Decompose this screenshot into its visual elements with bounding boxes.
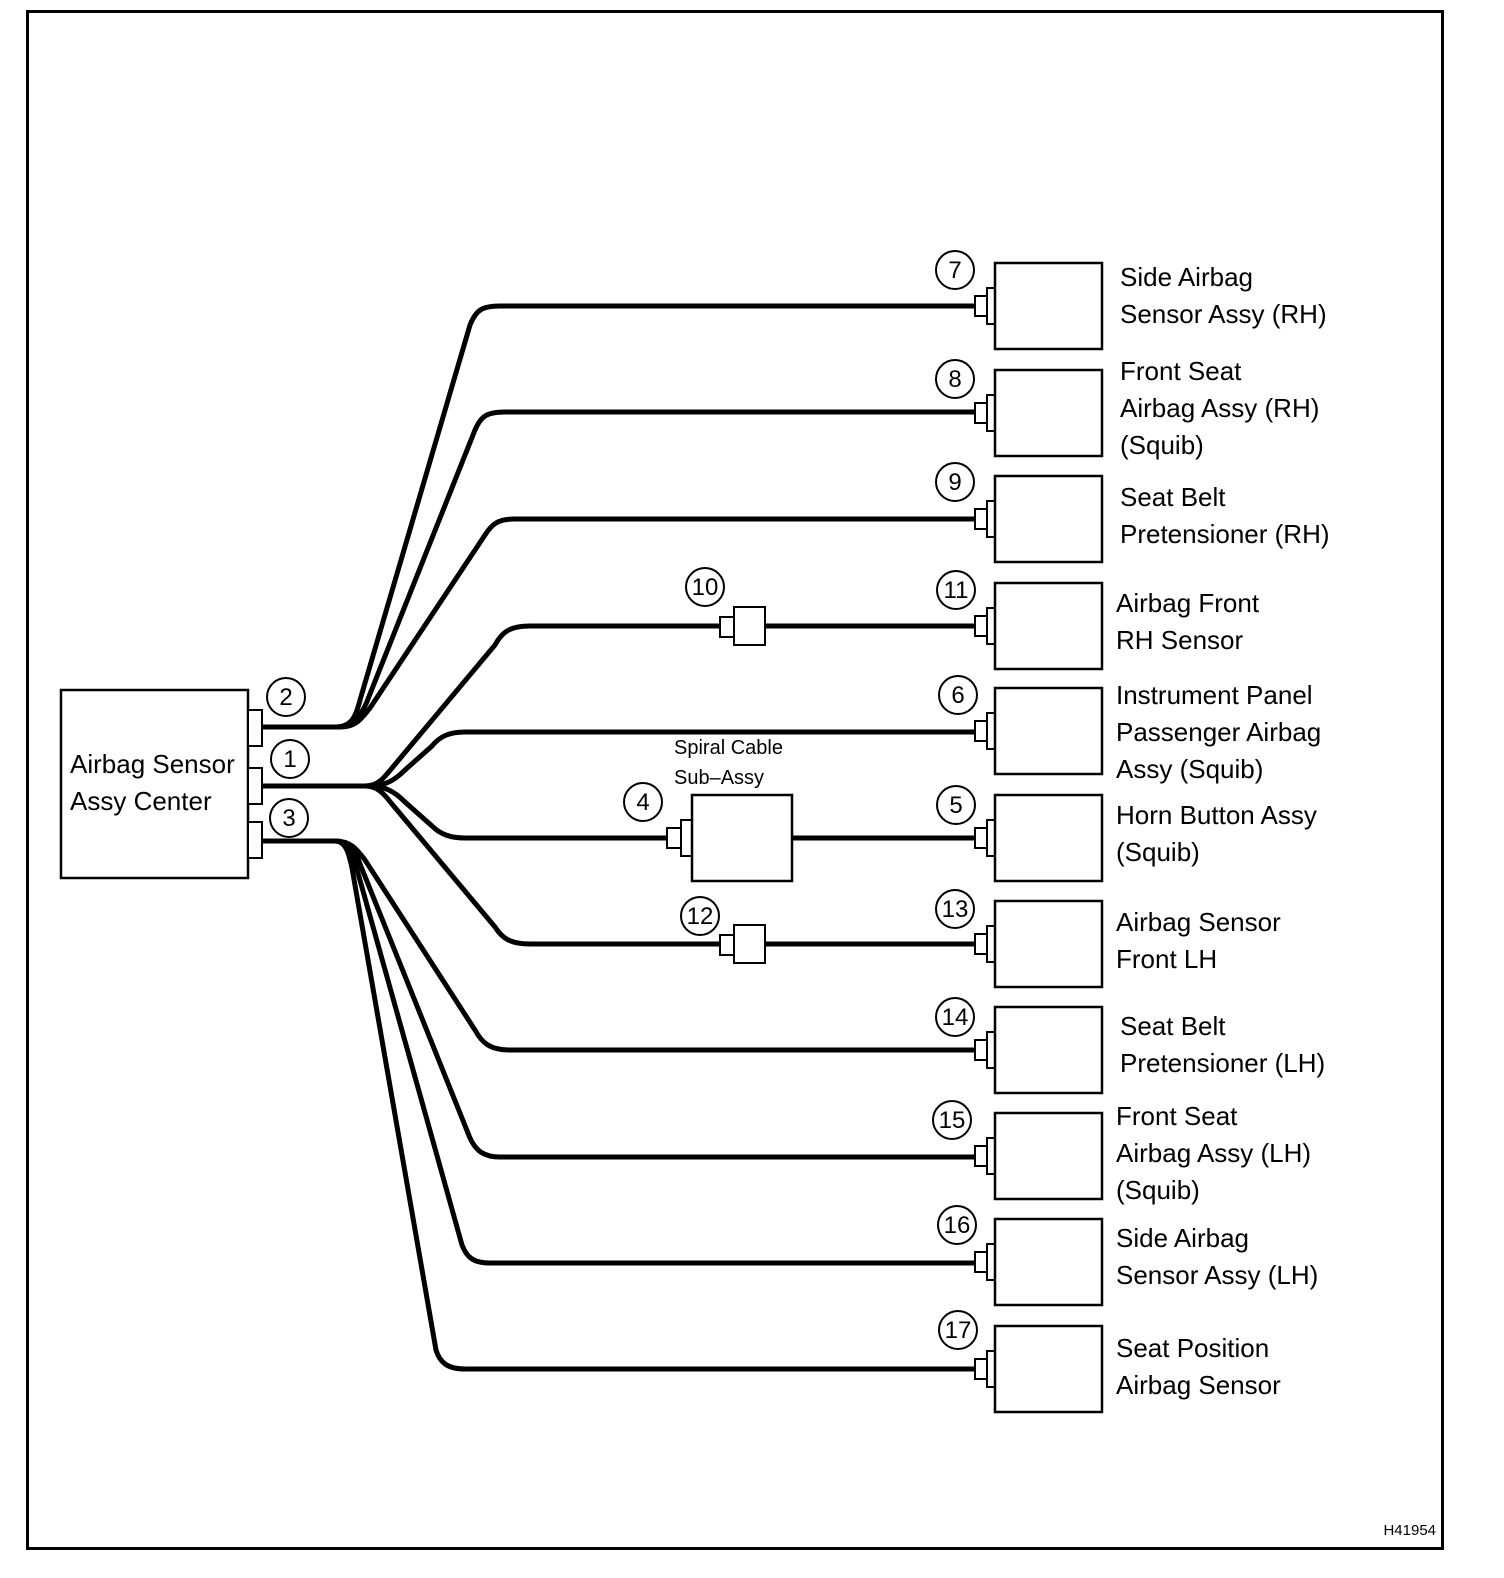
- callout-number-13: 13: [942, 896, 969, 923]
- seat-belt-pretensioner-lh-label-2: Pretensioner (LH): [1120, 1048, 1326, 1078]
- side-airbag-sensor-lh-label-2: Sensor Assy (LH): [1116, 1260, 1319, 1290]
- diagram-frame: [26, 10, 1444, 1550]
- front-seat-airbag-rh-label-2: Airbag Assy (RH): [1120, 393, 1320, 423]
- seat-belt-pretensioner-rh-label-1: Seat Belt: [1120, 482, 1226, 512]
- seat-position-sensor-label-1: Seat Position: [1116, 1333, 1270, 1363]
- wire-to-6: [262, 729, 975, 789]
- callout-6: 6: [938, 675, 978, 715]
- connector-3: [247, 821, 263, 859]
- center-unit-label-2: Assy Center: [70, 786, 212, 816]
- callout-1: 1: [270, 739, 310, 779]
- spiral-cable-label-1: Spiral Cable: [674, 737, 783, 759]
- callout-number-2: 2: [279, 684, 292, 711]
- component-boxes: [974, 261, 1104, 1414]
- connector-2: [247, 709, 263, 747]
- callout-number-14: 14: [942, 1004, 969, 1031]
- component-box-c13: [974, 899, 1104, 989]
- side-airbag-sensor-rh-label-2: Sensor Assy (RH): [1120, 299, 1327, 329]
- callout-12: 12: [680, 896, 720, 936]
- wire-to-9: [262, 516, 975, 730]
- instrument-panel-airbag-label-3: Assy (Squib): [1116, 754, 1264, 784]
- component-box-c7: [974, 261, 1104, 351]
- harness-3: [262, 838, 975, 1372]
- wire-to-10: [262, 623, 720, 789]
- callout-number-7: 7: [948, 257, 961, 284]
- connector-1: [247, 767, 263, 805]
- component-box-c15: [974, 1111, 1104, 1201]
- component-box-c6: [974, 686, 1104, 776]
- component-box-c16: [974, 1217, 1104, 1307]
- component-box-c9: [974, 474, 1104, 564]
- callout-number-8: 8: [948, 366, 961, 393]
- callout-number-4: 4: [636, 789, 649, 816]
- callout-14: 14: [935, 997, 975, 1037]
- callout-13: 13: [935, 889, 975, 929]
- component-box-c14: [974, 1005, 1104, 1095]
- component-box-c8: [974, 368, 1104, 458]
- callout-number-16: 16: [944, 1212, 971, 1239]
- airbag-sensor-front-lh-label-1: Airbag Sensor: [1116, 907, 1281, 937]
- callout-16: 16: [937, 1205, 977, 1245]
- wire-to-15: [262, 838, 975, 1160]
- callout-4: 4: [623, 782, 663, 822]
- callout-2: 2: [266, 677, 306, 717]
- callout-5: 5: [936, 785, 976, 825]
- callout-number-17: 17: [945, 1317, 972, 1344]
- callout-number-6: 6: [951, 682, 964, 709]
- seat-belt-pretensioner-rh-label-2: Pretensioner (RH): [1120, 519, 1330, 549]
- harness-1: [262, 623, 975, 947]
- component-box-c17: [974, 1324, 1104, 1414]
- component-box-c11: [974, 581, 1104, 671]
- inline-connector-10: [719, 606, 766, 646]
- callout-number-1: 1: [283, 746, 296, 773]
- spiral-cable-box: [666, 793, 794, 883]
- callout-9: 9: [935, 462, 975, 502]
- wire-to-17: [262, 838, 975, 1372]
- instrument-panel-airbag-label-2: Passenger Airbag: [1116, 717, 1322, 747]
- front-seat-airbag-lh-label-2: Airbag Assy (LH): [1116, 1138, 1312, 1168]
- callout-number-11: 11: [944, 577, 969, 604]
- instrument-panel-airbag-label-1: Instrument Panel: [1116, 680, 1313, 710]
- callout-number-5: 5: [949, 792, 962, 819]
- side-airbag-sensor-rh-label-1: Side Airbag: [1120, 262, 1253, 292]
- airbag-front-rh-sensor-label-2: RH Sensor: [1116, 625, 1244, 655]
- callout-8: 8: [935, 359, 975, 399]
- component-box-c5: [974, 793, 1104, 883]
- front-seat-airbag-lh-label-3: (Squib): [1116, 1175, 1200, 1205]
- seat-belt-pretensioner-lh-label-1: Seat Belt: [1120, 1011, 1226, 1041]
- callout-number-15: 15: [939, 1107, 966, 1134]
- wire-to-12: [262, 783, 720, 947]
- airbag-sensor-assy-center-box: [59, 688, 250, 880]
- horn-button-assy-label-1: Horn Button Assy: [1116, 800, 1317, 830]
- airbag-front-rh-sensor-label-1: Airbag Front: [1116, 588, 1260, 618]
- center-unit-label-1: Airbag Sensor: [70, 749, 235, 779]
- callout-17: 17: [938, 1310, 978, 1350]
- callout-15: 15: [932, 1100, 972, 1140]
- wire-to-8: [262, 409, 975, 730]
- seat-position-sensor-label-2: Airbag Sensor: [1116, 1370, 1281, 1400]
- callout-11: 11: [936, 570, 976, 610]
- callout-number-9: 9: [948, 469, 961, 496]
- front-seat-airbag-rh-label-3: (Squib): [1120, 430, 1204, 460]
- callout-3: 3: [269, 798, 309, 838]
- front-seat-airbag-lh-label-1: Front Seat: [1116, 1101, 1238, 1131]
- figure-code: H41954: [1383, 1522, 1436, 1539]
- front-seat-airbag-rh-label-1: Front Seat: [1120, 356, 1242, 386]
- callout-7: 7: [935, 250, 975, 290]
- wire-to-4: [262, 783, 667, 841]
- callout-10: 10: [685, 567, 725, 607]
- airbag-sensor-front-lh-label-2: Front LH: [1116, 944, 1218, 974]
- callout-number-12: 12: [687, 903, 714, 930]
- harness-2: [262, 303, 975, 730]
- inline-connector-12: [719, 924, 766, 964]
- callout-number-3: 3: [282, 805, 295, 832]
- spiral-cable-label-2: Sub–Assy: [674, 767, 765, 789]
- callout-number-10: 10: [692, 574, 719, 601]
- horn-button-assy-label-2: (Squib): [1116, 837, 1200, 867]
- side-airbag-sensor-lh-label-1: Side Airbag: [1116, 1223, 1249, 1253]
